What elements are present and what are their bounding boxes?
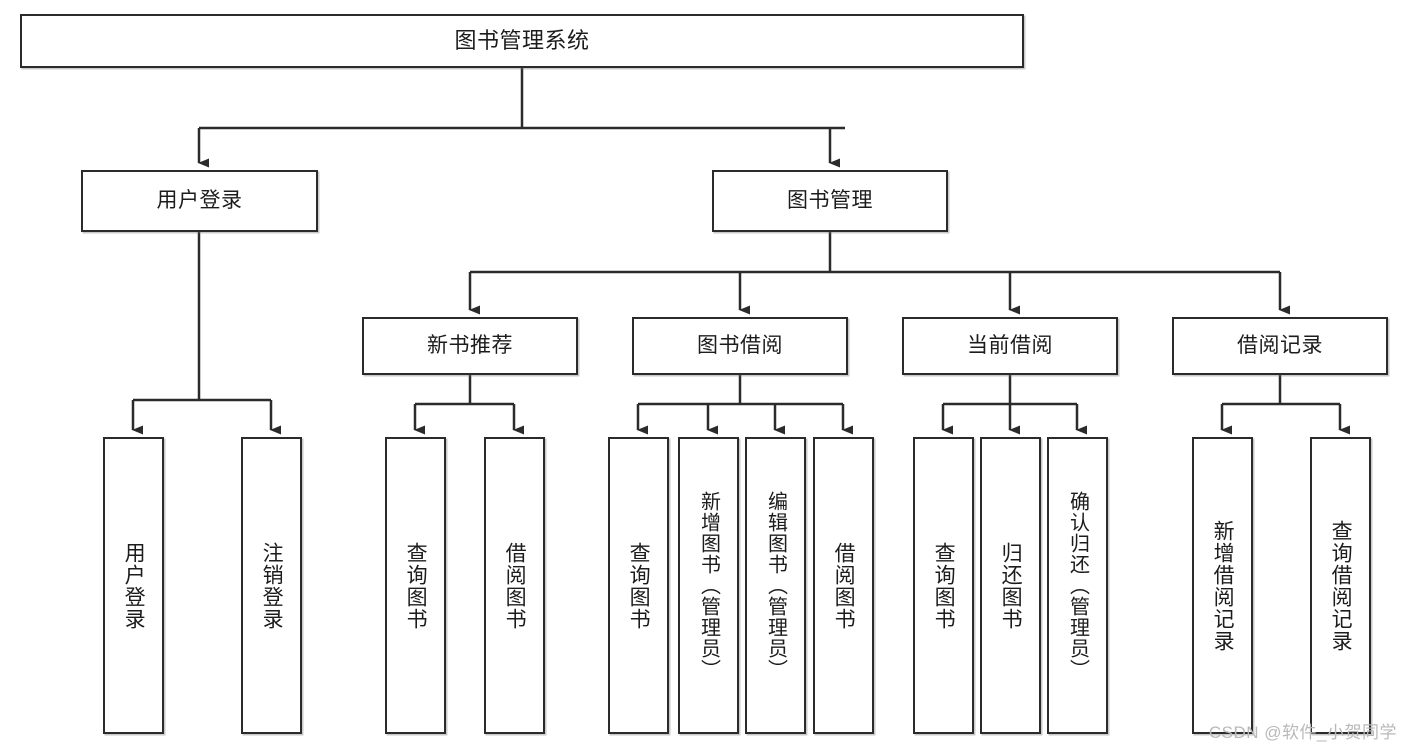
leaf-query-borrow-record[interactable]: 查询借阅记录 (1310, 437, 1371, 734)
leaf-user-login[interactable]: 用户登录 (103, 437, 164, 734)
leaf-label: 编辑图书（管理员） (764, 491, 787, 680)
leaf-label: 借阅图书 (832, 541, 856, 630)
node-label: 新书推荐 (427, 334, 513, 358)
node-label: 图书管理 (787, 189, 873, 213)
leaf-label: 借阅图书 (503, 541, 527, 630)
node-book-management[interactable]: 图书管理 (712, 170, 948, 232)
leaf-label: 新增图书（管理员） (697, 491, 720, 680)
node-label: 图书管理系统 (454, 27, 590, 53)
leaf-borrow-book[interactable]: 借阅图书 (813, 437, 874, 734)
node-label: 用户登录 (156, 189, 243, 213)
leaf-query-book-borrow[interactable]: 查询图书 (608, 437, 669, 734)
leaf-add-book-admin[interactable]: 新增图书（管理员） (678, 437, 739, 734)
leaf-logout[interactable]: 注销登录 (241, 437, 302, 734)
leaf-label: 归还图书 (999, 541, 1023, 630)
node-new-book-recommendation[interactable]: 新书推荐 (362, 317, 578, 375)
node-label: 当前借阅 (967, 334, 1053, 358)
node-user-login[interactable]: 用户登录 (81, 170, 318, 232)
leaf-label: 新增借阅记录 (1211, 519, 1235, 652)
leaf-edit-book-admin[interactable]: 编辑图书（管理员） (745, 437, 806, 734)
leaf-query-book-recommend[interactable]: 查询图书 (385, 437, 446, 734)
leaf-query-book-current[interactable]: 查询图书 (913, 437, 974, 734)
leaf-return-book[interactable]: 归还图书 (980, 437, 1041, 734)
leaf-label: 确认归还（管理员） (1066, 491, 1089, 680)
node-current-borrowing[interactable]: 当前借阅 (902, 317, 1118, 375)
leaf-borrow-book-recommend[interactable]: 借阅图书 (484, 437, 545, 734)
node-borrowing-record[interactable]: 借阅记录 (1172, 317, 1388, 375)
node-label: 借阅记录 (1237, 334, 1323, 358)
leaf-label: 查询图书 (627, 541, 651, 630)
node-root-book-management-system[interactable]: 图书管理系统 (20, 14, 1024, 68)
leaf-confirm-return-admin[interactable]: 确认归还（管理员） (1047, 437, 1108, 734)
leaf-label: 注销登录 (260, 541, 284, 630)
node-book-borrowing[interactable]: 图书借阅 (632, 317, 848, 375)
leaf-label: 用户登录 (122, 541, 146, 630)
node-label: 图书借阅 (697, 334, 783, 358)
leaf-add-borrow-record[interactable]: 新增借阅记录 (1192, 437, 1253, 734)
leaf-label: 查询图书 (932, 541, 956, 630)
leaf-label: 查询借阅记录 (1329, 519, 1353, 652)
watermark: CSDN @软件_小贺同学 (1208, 723, 1397, 742)
leaf-label: 查询图书 (404, 541, 428, 630)
